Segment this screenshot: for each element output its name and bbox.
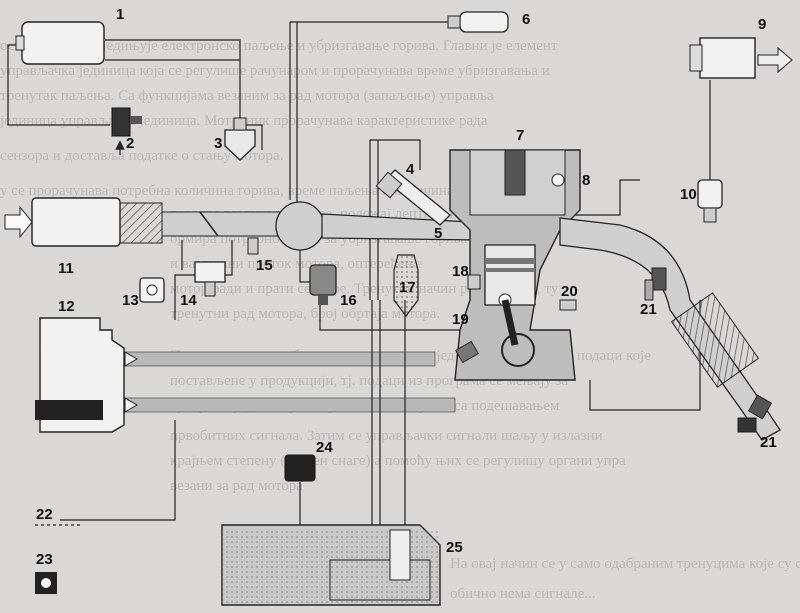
idle-speed-actuator: [247, 237, 259, 255]
label-8: 8: [582, 172, 590, 189]
label-10: 10: [680, 186, 697, 203]
ignition-coil: [697, 179, 723, 223]
lambda-sensor-downstream: [737, 394, 773, 433]
canister-purge-valve: [111, 107, 142, 155]
activated-charcoal-canister: [15, 21, 105, 65]
label-22: 22: [36, 506, 53, 523]
label-24: 24: [316, 439, 333, 456]
bg-text-line: тренутак паљења. Са функцијама везаним з…: [0, 88, 494, 104]
label-20: 20: [561, 283, 578, 300]
bg-text-line: везани за рад мотора: [170, 478, 303, 494]
bg-text-line: крајњем степену (степен снаге) а помоћу …: [170, 453, 626, 469]
fuel-injector: [375, 169, 451, 226]
knock-sensor: [467, 274, 481, 290]
label-4: 4: [406, 161, 415, 178]
label-7: 7: [516, 127, 524, 144]
diagnostic-connector: [139, 277, 165, 303]
fuel-tank: [221, 524, 441, 606]
fuel-feed-line: [371, 300, 381, 525]
wire-16: [319, 300, 470, 331]
fuel-line-6: [289, 22, 298, 210]
speed-sensor: [455, 340, 479, 364]
label-21-downstream: 21: [760, 434, 777, 451]
pipe-1-to-2: [7, 44, 110, 126]
label-9: 9: [758, 16, 766, 33]
signal-band-upper: [124, 351, 436, 367]
label-17: 17: [399, 279, 416, 296]
exhaust-system: [559, 217, 781, 441]
bg-text-line: обично нема сигнале...: [450, 586, 596, 602]
bg-text-line: мотор ради и прати сензоре. Тренутни нач…: [170, 281, 559, 297]
bg-text-line: ости система обједињује електронско паље…: [0, 38, 558, 54]
label-5: 5: [434, 225, 442, 242]
label-12: 12: [58, 298, 75, 315]
wire-10-engine: [560, 179, 640, 216]
label-21-upstream: 21: [640, 301, 657, 318]
label-11: 11: [58, 260, 74, 277]
engine-control-unit: [35, 317, 138, 433]
fuel-rail-to-injector: [370, 139, 421, 170]
pipe-1-to-3: [105, 39, 241, 125]
bg-text-line: управљачка јединица која се регулише рач…: [0, 63, 550, 79]
label-2: 2: [126, 135, 134, 152]
tank-vent-valve: [309, 264, 337, 305]
bg-text-line: у се прорачунава потребна количина горив…: [0, 183, 506, 199]
pipe-3-out: [245, 124, 263, 150]
label-1: 1: [116, 6, 124, 23]
fuel-filter: [393, 254, 419, 317]
bg-text-line: и ваздушни проток мотора, оптерећење: [170, 256, 422, 272]
fuel-pump-relay: [284, 454, 316, 482]
label-3: 3: [214, 135, 222, 152]
label-25: 25: [446, 539, 463, 556]
fuel-pressure-regulator: [224, 117, 256, 161]
label-16: 16: [340, 292, 357, 309]
label-15: 15: [256, 257, 273, 274]
pipes-and-wires: [7, 21, 711, 525]
bg-text-line: сензора и доставља податке о стању мотор…: [0, 148, 283, 164]
legend-symbols: [35, 524, 80, 594]
fuel-pressure-damper: [447, 11, 509, 33]
label-14: 14: [180, 292, 197, 309]
wire-ecu-22: [60, 420, 176, 521]
engine-cylinder: [449, 149, 581, 381]
label-13: 13: [122, 292, 139, 309]
bg-text-line: првобитних сигнала. Затим се управљачки …: [170, 428, 603, 444]
label-6: 6: [522, 11, 530, 28]
bg-text-line: На овај начин се у само одабраним тренуц…: [450, 556, 800, 572]
lambda-sensor-upstream: [644, 267, 667, 301]
hot-film-air-mass-meter: [689, 37, 793, 79]
throttle-valve-switch: [194, 261, 226, 297]
label-23: 23: [36, 551, 53, 568]
engine-temperature-sensor: [559, 299, 577, 311]
bg-text-line: тренутни рад мотора, број обртаја мотора…: [170, 306, 440, 322]
label-19: 19: [452, 311, 469, 328]
label-18: 18: [452, 263, 469, 280]
component-labels: 1 2 3 4 5 6 7 8 9 10 11 12 13 14 15 16 1…: [36, 6, 777, 568]
